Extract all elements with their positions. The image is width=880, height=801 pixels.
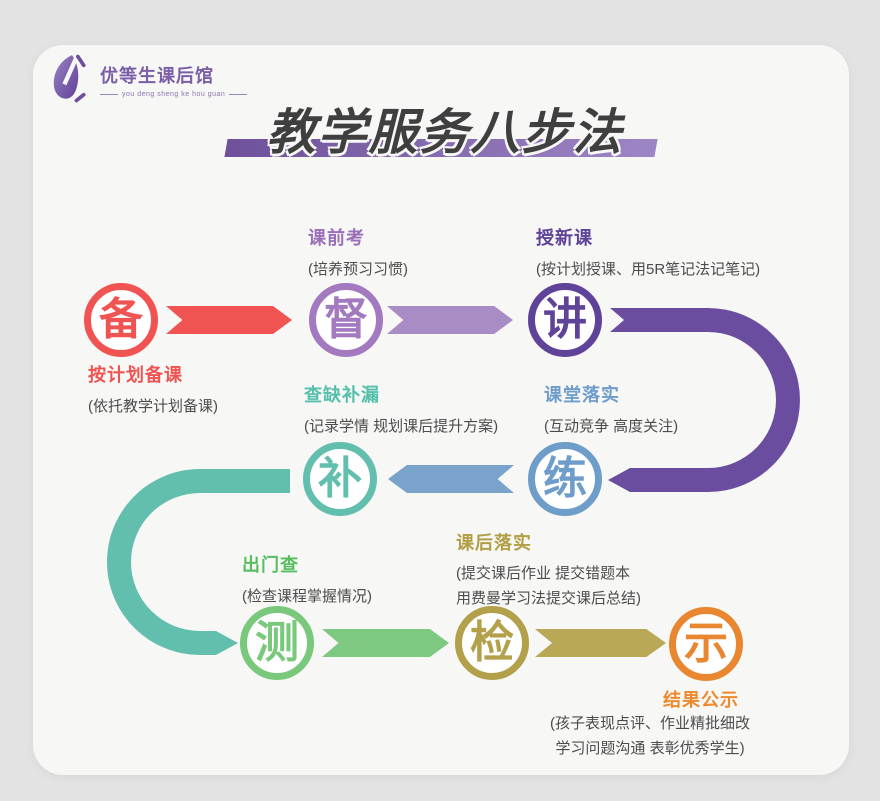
label-desc: (提交课后作业 提交错题本 用费曼学习法提交课后总结) xyxy=(456,561,641,611)
step-char-jian: 检 xyxy=(470,618,514,667)
label-title: 出门查 xyxy=(242,555,299,575)
step-char-lian: 练 xyxy=(543,454,587,503)
step-char-du: 督 xyxy=(324,295,368,344)
step-char-bu: 补 xyxy=(318,454,362,503)
step-char-bei: 备 xyxy=(99,295,143,344)
arrow-du-to-jiang xyxy=(387,306,513,334)
label-desc: (记录学情 规划课后提升方案) xyxy=(304,418,499,435)
label-desc-line2: 学习问题沟通 表彰优秀学生) xyxy=(555,740,745,757)
label-title: 课前考 xyxy=(308,228,365,248)
arrow-jian-to-shi xyxy=(535,629,666,657)
step-char-ce: 测 xyxy=(255,618,299,667)
label-step-jiang: 授新课 (按计划授课、用5R笔记法记笔记) xyxy=(536,224,760,282)
step-circle-jiang: 讲 xyxy=(528,283,602,357)
label-title: 按计划备课 xyxy=(88,365,183,385)
label-step-lian: 课堂落实 (互动竞争 高度关注) xyxy=(544,381,678,439)
step-char-jiang: 讲 xyxy=(543,295,587,344)
logo-pinyin: you deng sheng ke hou guan xyxy=(122,91,226,98)
label-step-jian: 课后落实 (提交课后作业 提交错题本 用费曼学习法提交课后总结) xyxy=(456,529,641,611)
label-step-bei: 按计划备课 (依托教学计划备课) xyxy=(88,361,218,419)
step-circle-du: 督 xyxy=(309,283,383,357)
label-title: 课堂落实 xyxy=(544,385,620,405)
label-desc-line2: 用费曼学习法提交课后总结) xyxy=(456,590,641,607)
label-step-shi-desc: (孩子表现点评、作业精批细改 学习问题沟通 表彰优秀学生) xyxy=(505,711,795,761)
step-circle-ce: 测 xyxy=(240,606,314,680)
label-desc-line1: (孩子表现点评、作业精批细改 xyxy=(550,715,750,732)
label-desc: (依托教学计划备课) xyxy=(88,398,218,415)
arrow-lian-to-bu xyxy=(388,465,514,493)
label-desc: (检查课程掌握情况) xyxy=(242,588,372,605)
label-title: 结果公示 xyxy=(663,690,739,710)
step-circle-bu: 补 xyxy=(303,442,377,516)
label-desc-line1: (提交课后作业 提交错题本 xyxy=(456,565,631,582)
label-desc: (互动竞争 高度关注) xyxy=(544,418,679,435)
step-char-shi: 示 xyxy=(684,619,728,668)
arrow-ce-to-jian xyxy=(322,629,449,657)
label-step-shi-title: 结果公示 xyxy=(663,686,739,712)
logo: 优等生课后馆 you deng sheng ke hou guan xyxy=(50,52,248,108)
page-title: 教学服务八步法 xyxy=(266,106,624,160)
step-circle-lian: 练 xyxy=(528,442,602,516)
label-step-bu: 查缺补漏 (记录学情 规划课后提升方案) xyxy=(304,381,498,439)
step-circle-jian: 检 xyxy=(455,606,529,680)
arrow-bei-to-du xyxy=(166,306,292,334)
label-desc: (孩子表现点评、作业精批细改 学习问题沟通 表彰优秀学生) xyxy=(505,711,795,761)
label-step-du: 课前考 (培养预习习惯) xyxy=(308,224,408,282)
label-title: 课后落实 xyxy=(456,533,532,553)
logo-leaf-icon xyxy=(53,52,86,103)
logo-pinyin-row: you deng sheng ke hou guan xyxy=(100,91,248,98)
logo-name: 优等生课后馆 xyxy=(100,66,214,86)
label-desc: (按计划授课、用5R笔记法记笔记) xyxy=(536,261,761,278)
label-desc: (培养预习习惯) xyxy=(308,261,408,278)
label-title: 查缺补漏 xyxy=(304,385,380,405)
step-circle-shi: 示 xyxy=(669,607,743,681)
step-circle-bei: 备 xyxy=(84,283,158,357)
label-title: 授新课 xyxy=(536,228,593,248)
label-step-ce: 出门查 (检查课程掌握情况) xyxy=(242,551,372,609)
